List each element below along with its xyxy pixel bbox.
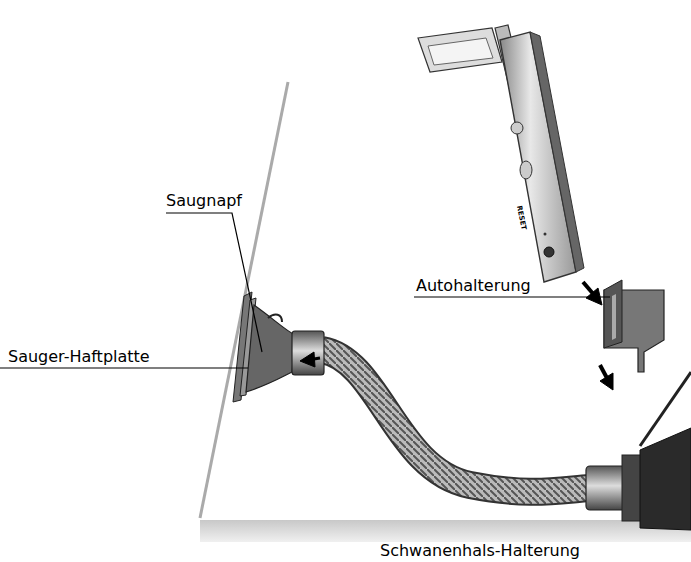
- gooseneck: [322, 350, 590, 492]
- windshield: [200, 82, 288, 518]
- arrows: [300, 282, 613, 390]
- device-print: RESET: [514, 205, 526, 231]
- part-label: Saugnapf: [166, 192, 242, 210]
- part-label: Schwanenhals-Halterung: [380, 542, 580, 560]
- dashboard-bar: [200, 520, 691, 542]
- mount-end: [586, 372, 691, 530]
- leader-lines: [0, 213, 610, 368]
- part-label: Autohalterung: [416, 277, 531, 295]
- car-holder: [604, 280, 664, 372]
- part-label: Sauger-Haftplatte: [8, 348, 150, 366]
- gps-device: [418, 25, 584, 282]
- suction-cup: [233, 292, 324, 402]
